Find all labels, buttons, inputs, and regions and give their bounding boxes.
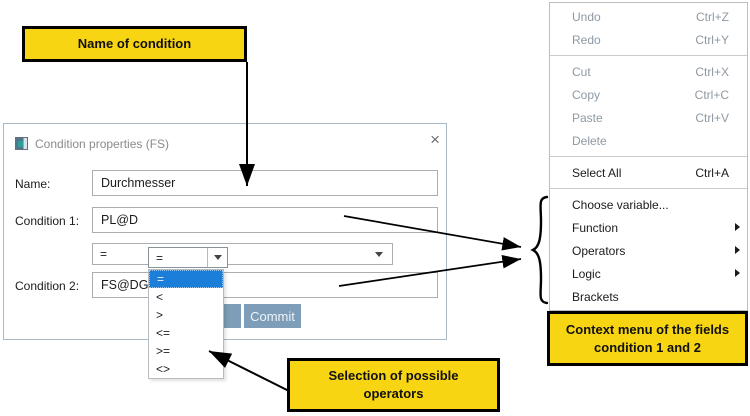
chevron-down-icon [213,255,222,260]
context-menu: Undo Ctrl+Z Redo Ctrl+Y Cut Ctrl+X Copy … [549,2,748,311]
dialog-title: Condition properties (FS) [35,137,170,151]
callout-text-line1: Context menu of the fields [565,321,730,337]
operator-combobox-open-value: = [156,251,164,265]
menu-item-copy[interactable]: Copy Ctrl+C [572,87,729,102]
commit-button[interactable]: Commit [244,304,301,328]
menu-item-choose-variable[interactable]: Choose variable... [572,197,669,212]
menu-item-brackets[interactable]: Brackets [572,289,619,304]
callout-context-menu: Context menu of the fields condition 1 a… [547,311,748,366]
menu-item-redo[interactable]: Redo Ctrl+Y [572,32,729,47]
menu-item-operators[interactable]: Operators [550,239,747,262]
callout-selection-of-operators: Selection of possible operators [287,358,500,412]
condition1-input[interactable]: PL@D [92,207,438,233]
menu-separator [550,55,747,56]
callout-text-line1: Selection of possible [328,368,459,383]
submenu-arrow-icon [735,223,740,231]
dropdown-option-greater-equal[interactable]: >= [156,344,171,358]
dropdown-option-less-equal[interactable]: <= [156,326,171,340]
callout-text: Name of condition [77,36,192,51]
menu-item-function[interactable]: Function [550,216,747,239]
callout-text-line2: condition 1 and 2 [594,339,701,355]
menu-separator [550,188,747,189]
dropdown-option-greater[interactable]: > [156,308,164,322]
curly-brace [530,195,549,305]
dropdown-option-less[interactable]: < [156,290,164,304]
chevron-down-icon[interactable] [375,252,383,257]
condition1-label: Condition 1: [15,214,80,228]
menu-item-paste[interactable]: Paste Ctrl+V [572,110,729,125]
menu-item-select-all[interactable]: Select All Ctrl+A [572,165,729,180]
menu-item-delete[interactable]: Delete [572,133,607,148]
callout-name-of-condition: Name of condition [22,26,247,62]
callout-text-line2: operators [363,386,424,401]
condition2-input[interactable]: FS@DG [92,272,438,298]
operator-combobox-open[interactable]: = [148,247,228,268]
menu-separator [550,156,747,157]
condition-properties-dialog: Condition properties (FS) × Name: Durchm… [3,123,447,340]
menu-item-cut[interactable]: Cut Ctrl+X [572,64,729,79]
condition2-label: Condition 2: [15,279,80,293]
name-input[interactable]: Durchmesser [92,170,438,196]
operator-combobox[interactable]: = [92,243,393,265]
close-icon[interactable]: × [430,130,440,149]
window-icon [15,137,28,150]
menu-item-undo[interactable]: Undo Ctrl+Z [572,9,729,24]
submenu-arrow-icon [735,246,740,254]
operator-dropdown-list: = < > <= >= <> [148,269,224,379]
combobox-dropdown-button[interactable] [207,248,227,267]
operator-combobox-value: = [100,247,108,261]
submenu-arrow-icon [735,269,740,277]
dropdown-option-not-equal[interactable]: <> [156,362,171,376]
name-label: Name: [15,177,51,191]
menu-item-logic[interactable]: Logic [550,262,747,285]
dropdown-option-equals[interactable]: = [149,270,223,288]
